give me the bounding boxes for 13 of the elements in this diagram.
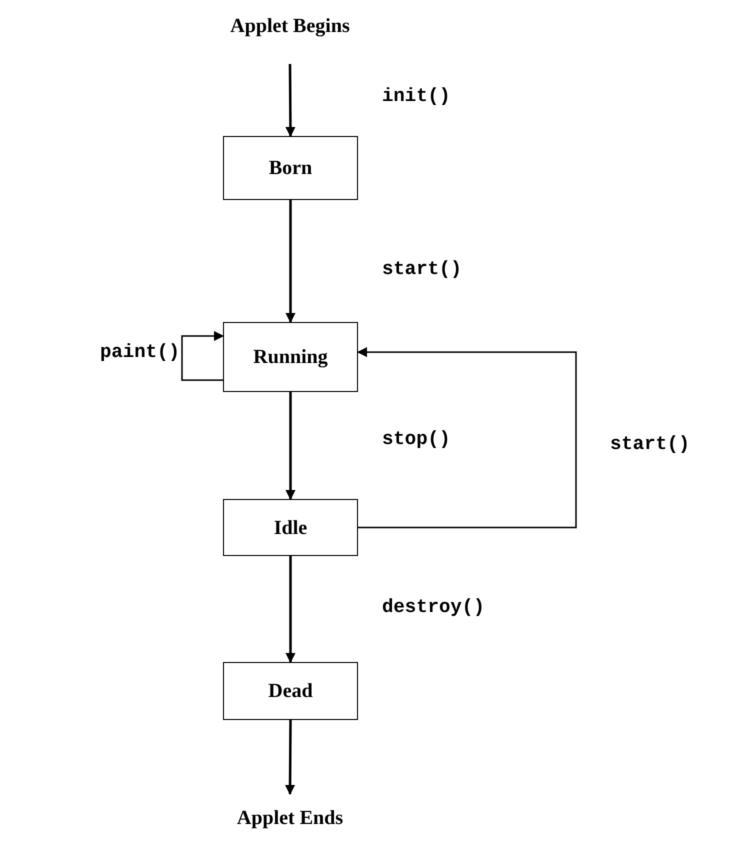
arrow	[286, 200, 296, 323]
arrow	[285, 720, 296, 795]
arrow	[286, 556, 296, 663]
terminal-label: Applet Begins	[190, 8, 390, 44]
state-box: Dead	[223, 662, 358, 720]
terminal-label: Applet Ends	[190, 800, 390, 836]
state-box: Running	[223, 322, 358, 392]
state-box: Idle	[223, 499, 358, 556]
arrow	[357, 347, 577, 528]
arrow	[286, 392, 296, 500]
arrow	[285, 64, 296, 137]
arrow	[181, 331, 224, 381]
state-box: Born	[223, 136, 358, 200]
